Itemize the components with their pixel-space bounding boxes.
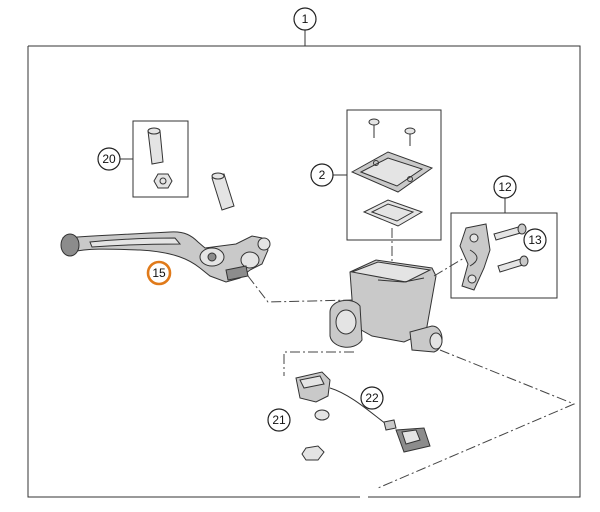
callout-13-label: 13: [528, 233, 542, 247]
callout-13: 13: [523, 228, 547, 252]
callout-1-label: 1: [302, 12, 309, 26]
callout-22-label: 22: [365, 391, 379, 405]
callout-12: 12: [493, 175, 517, 199]
part15-lever: [60, 231, 271, 283]
master-cylinder-body: [329, 259, 443, 353]
assembly-frame: [27, 45, 581, 498]
callout-21: 21: [267, 408, 291, 432]
part12-clamp: [459, 223, 491, 291]
callout-15-highlighted[interactable]: 15: [146, 260, 172, 286]
part2-gasket: [362, 199, 424, 227]
part12-box: [450, 212, 558, 299]
callout-20: 20: [97, 147, 121, 171]
callout-22: 22: [360, 386, 384, 410]
assembly-line-bolt: [377, 349, 576, 489]
part21-switch: [295, 371, 331, 461]
part20-sleeve: [147, 127, 164, 165]
callout-1: 1: [293, 7, 317, 31]
part22-cable: [329, 387, 431, 453]
callout-21-label: 21: [272, 413, 286, 427]
assembly-line-switch: [283, 351, 354, 376]
part2-screw-left: [368, 118, 380, 138]
assembly-line-lever: [247, 275, 353, 303]
part2-reservoir-cover: [350, 151, 434, 193]
callout-12-label: 12: [498, 180, 512, 194]
part20-nut: [153, 173, 173, 189]
part13-bolt-lower: [497, 255, 529, 273]
callout-2-label: 2: [319, 168, 326, 182]
callout-20-label: 20: [102, 152, 116, 166]
part13-bolt-upper: [493, 223, 527, 241]
lever-pivot-sleeve: [211, 172, 235, 211]
callout-2: 2: [310, 163, 334, 187]
assembly-line-clamp: [433, 257, 465, 277]
callout-15-label: 15: [152, 266, 166, 280]
part2-screw-right: [404, 127, 416, 146]
